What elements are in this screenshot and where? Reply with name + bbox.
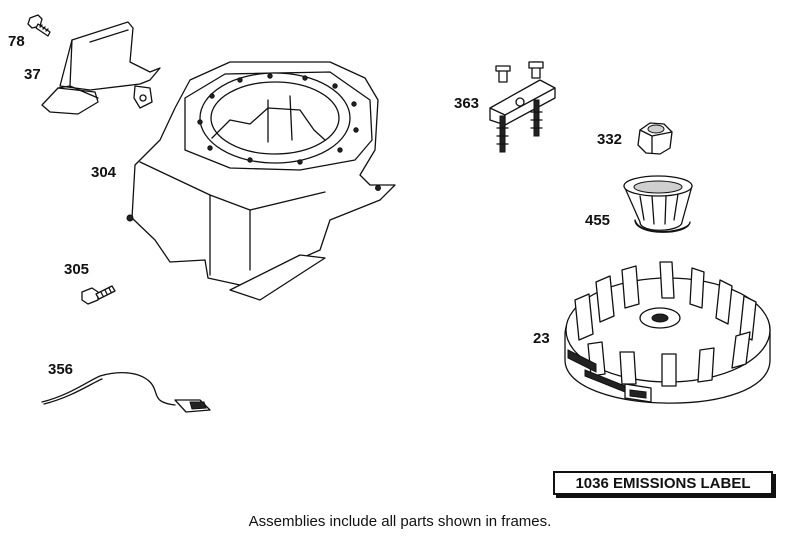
emissions-label-frame[interactable]: 1036 EMISSIONS LABEL <box>553 471 773 495</box>
callout-455[interactable]: 455 <box>585 212 611 229</box>
screw-78-drawing[interactable] <box>27 14 51 37</box>
starter-cup-455-drawing[interactable] <box>623 175 693 233</box>
callout-304[interactable]: 304 <box>91 164 117 181</box>
assemblies-footnote: Assemblies include all parts shown in fr… <box>248 513 552 530</box>
callout-356[interactable]: 356 <box>48 361 74 378</box>
ground-wire-356-drawing[interactable] <box>41 371 211 413</box>
callout-78[interactable]: 78 <box>8 33 25 50</box>
blower-housing-304-drawing[interactable] <box>126 61 396 301</box>
callout-332[interactable]: 332 <box>597 131 623 148</box>
bracket-363-drawing[interactable] <box>489 61 556 153</box>
nut-332-drawing[interactable] <box>637 122 673 155</box>
bolt-305-drawing[interactable] <box>81 285 116 305</box>
air-guide-37-drawing[interactable] <box>41 21 161 115</box>
callout-23[interactable]: 23 <box>533 330 550 347</box>
callout-305[interactable]: 305 <box>64 261 90 278</box>
flywheel-23-drawing[interactable] <box>564 261 771 404</box>
callout-363[interactable]: 363 <box>454 95 480 112</box>
callout-37[interactable]: 37 <box>24 66 41 83</box>
